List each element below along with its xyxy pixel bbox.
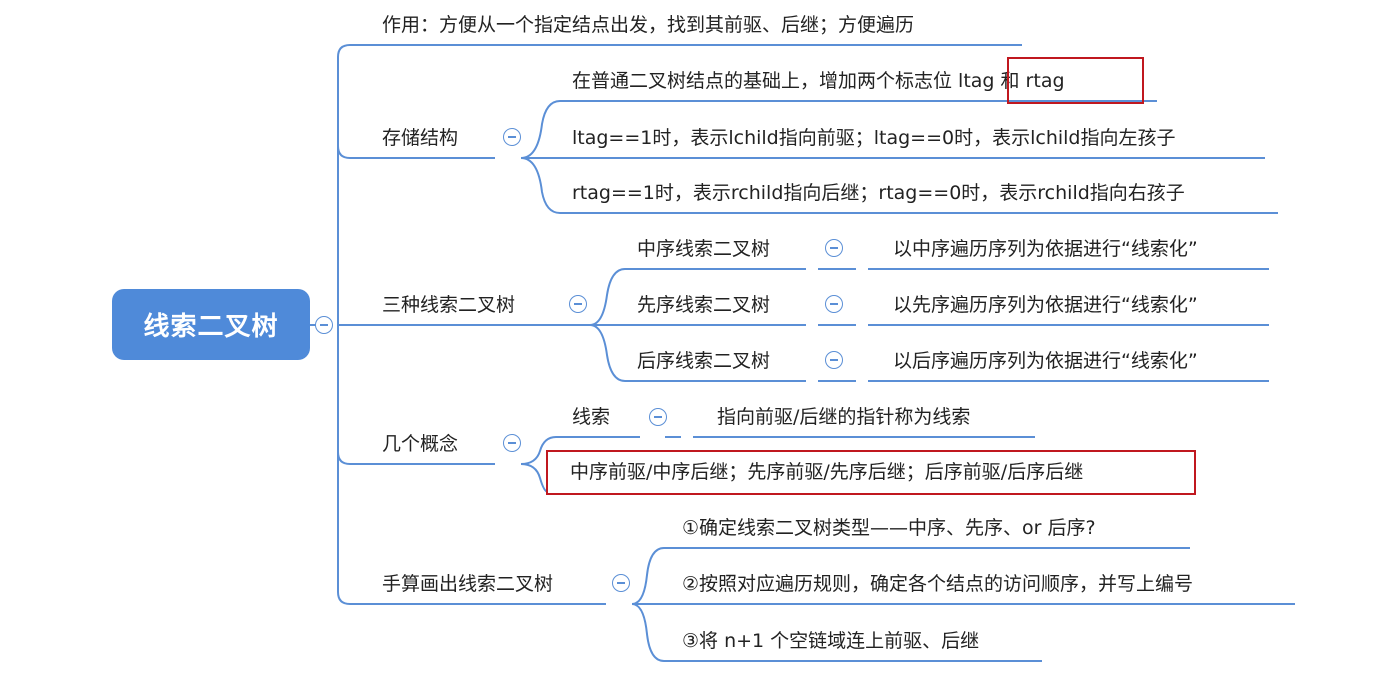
manual-step-2[interactable]: ②按照对应遍历规则，确定各个结点的访问顺序，并写上编号: [682, 573, 1194, 595]
purpose-node[interactable]: 作用：方便从一个指定结点出发，找到其前驱、后继；方便遍历: [382, 14, 915, 36]
manual-node[interactable]: 手算画出线索二叉树: [382, 573, 554, 595]
collapse-preorder-icon[interactable]: [825, 295, 843, 313]
concept-orders[interactable]: 中序前驱/中序后继；先序前驱/先序后继；后序前驱/后序后继: [570, 461, 1084, 483]
kind-postorder-desc[interactable]: 以后序遍历序列为依据进行“线索化”: [893, 350, 1198, 372]
storage-item-ltag[interactable]: ltag==1时，表示lchild指向前驱；ltag==0时，表示lchild指…: [572, 127, 1176, 149]
storage-node[interactable]: 存储结构: [382, 127, 459, 149]
collapse-postorder-icon[interactable]: [825, 351, 843, 369]
storage-item-rtag[interactable]: rtag==1时，表示rchild指向后继；rtag==0时，表示rchild指…: [572, 182, 1185, 204]
kind-inorder[interactable]: 中序线索二叉树: [637, 238, 771, 260]
manual-step-3[interactable]: ③将 n+1 个空链域连上前驱、后继: [682, 630, 980, 652]
kind-preorder[interactable]: 先序线索二叉树: [637, 294, 771, 316]
highlight-box-orders: [546, 450, 1196, 495]
kind-inorder-desc[interactable]: 以中序遍历序列为依据进行“线索化”: [893, 238, 1198, 260]
collapse-manual-icon[interactable]: [612, 574, 630, 592]
concepts-node[interactable]: 几个概念: [382, 433, 459, 455]
highlight-box-flags: [1007, 57, 1144, 104]
kind-postorder[interactable]: 后序线索二叉树: [637, 350, 771, 372]
manual-step-1[interactable]: ①确定线索二叉树类型——中序、先序、or 后序?: [682, 517, 1096, 539]
collapse-root-icon[interactable]: [315, 316, 333, 334]
collapse-storage-icon[interactable]: [503, 128, 521, 146]
kind-preorder-desc[interactable]: 以先序遍历序列为依据进行“线索化”: [893, 294, 1198, 316]
concept-thread[interactable]: 线索: [572, 406, 611, 428]
collapse-thread-icon[interactable]: [649, 408, 667, 426]
collapse-concepts-icon[interactable]: [503, 434, 521, 452]
concept-thread-desc[interactable]: 指向前驱/后继的指针称为线索: [717, 406, 971, 428]
root-node[interactable]: 线索二叉树: [112, 289, 310, 360]
three-kinds-node[interactable]: 三种线索二叉树: [382, 294, 516, 316]
collapse-inorder-icon[interactable]: [825, 239, 843, 257]
collapse-three-kinds-icon[interactable]: [569, 295, 587, 313]
storage-item-flags[interactable]: 在普通二叉树结点的基础上，增加两个标志位 ltag 和 rtag: [572, 70, 1065, 92]
